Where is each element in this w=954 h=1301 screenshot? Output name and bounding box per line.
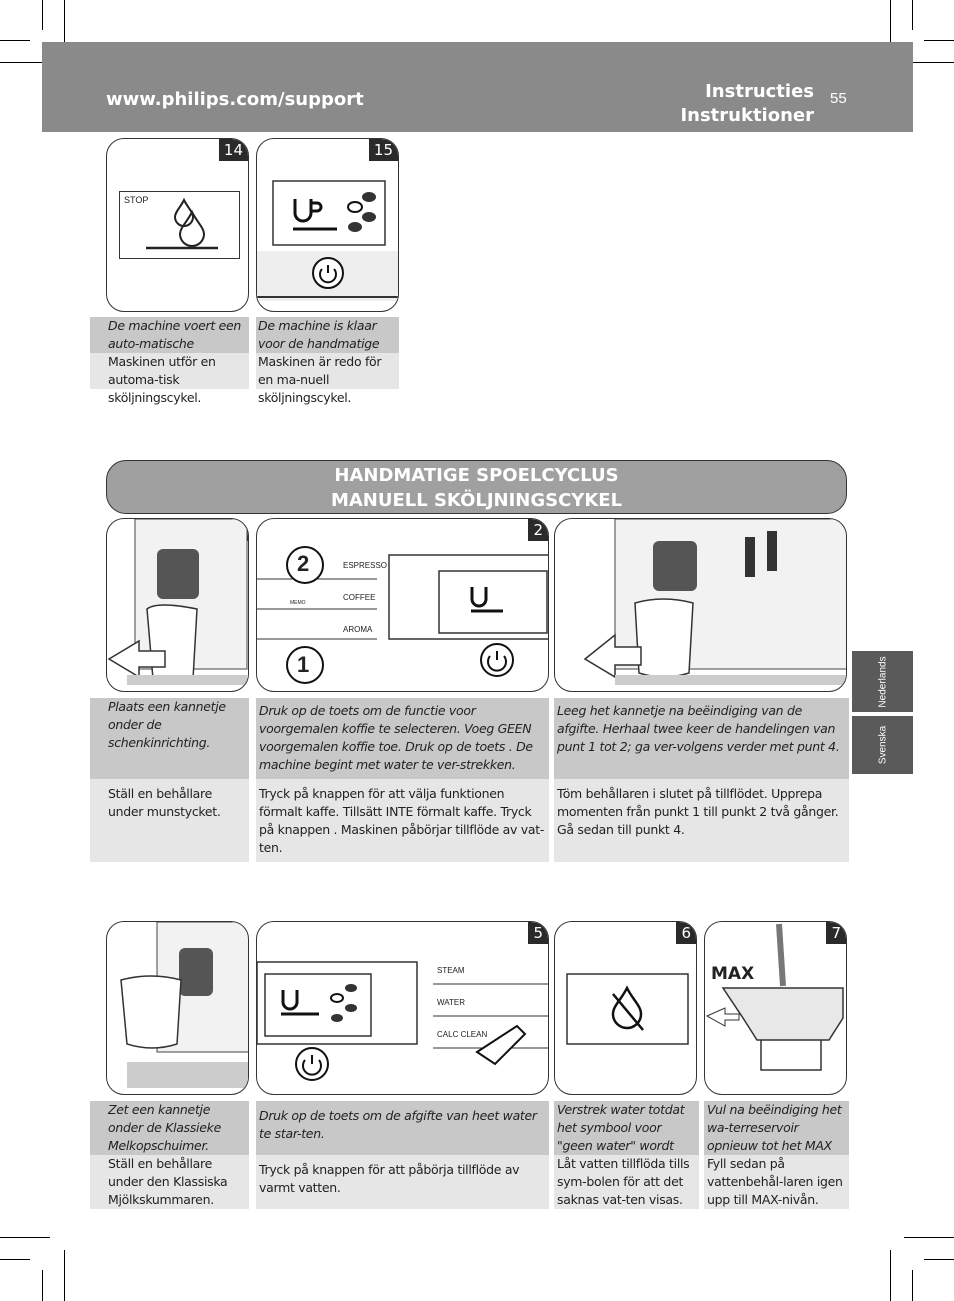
step-7-nl-text: Vul na beëindiging het wa-terreservoir o… <box>704 1101 849 1171</box>
crop-mark <box>0 1237 50 1238</box>
callout-1: 1 <box>297 652 310 677</box>
step-15-sv-text: Maskinen är redo för en ma-nuell sköljni… <box>256 353 399 405</box>
side-tab-nederlands[interactable]: Nederlands <box>852 651 913 712</box>
step-14-illustration: 14 STOP <box>106 138 249 312</box>
ready-display-icon <box>257 180 398 301</box>
side-tab-label: Nederlands <box>877 655 888 708</box>
max-label: MAX <box>711 964 755 984</box>
aroma-button-label: AROMA <box>343 625 373 634</box>
step-1-sv-text: Ställ en behållare under munstycket. <box>90 779 249 862</box>
crop-mark <box>0 40 30 41</box>
step-6-sv-text: Låt vatten tillflöda tills sym-bolen för… <box>554 1155 699 1209</box>
pitcher-under-frother-icon <box>120 922 248 1088</box>
control-panel-icon <box>257 546 548 684</box>
step-2-sv-text: Tryck på knappen för att välja funktione… <box>256 779 549 862</box>
step-4-sv-text: Ställ en behållare under den Klassiska M… <box>90 1155 249 1209</box>
banner-title-nl: HANDMATIGE SPOELCYCLUS <box>334 465 619 486</box>
step-14-sv-text: Maskinen utför en automa-tisk sköljnings… <box>90 353 249 405</box>
side-tab-label: Svenska <box>877 725 888 765</box>
display-screen: STOP <box>119 191 240 259</box>
step-7-sv-text: Fyll sedan på vattenbehål-laren igen upp… <box>704 1155 849 1209</box>
step-5-illustration: 5 STEAM WATER CALC CLEAN <box>256 921 549 1095</box>
crop-mark <box>924 1259 954 1260</box>
no-water-icon <box>566 973 689 1045</box>
step-1-nl-text: Plaats een kannetje onder de schenkinric… <box>90 698 249 779</box>
steam-button-label: STEAM <box>437 966 465 975</box>
page-number: 55 <box>830 90 847 107</box>
step-3-sv-text: Töm behållaren i slutet på tillflödet. U… <box>554 779 849 862</box>
crop-mark <box>904 1237 954 1238</box>
step-number: 15 <box>368 139 398 161</box>
calc-clean-button-label: CALC CLEAN <box>437 1030 488 1039</box>
water-drops-icon <box>146 197 218 250</box>
crop-mark <box>912 0 913 30</box>
step-15-illustration: 15 <box>256 138 399 312</box>
empty-pitcher-icon <box>583 519 846 685</box>
crop-mark <box>912 1270 913 1301</box>
water-button-label: WATER <box>437 998 465 1007</box>
support-url[interactable]: www.philips.com/support <box>106 89 364 110</box>
step-number: 5 <box>528 922 548 944</box>
step-number: 14 <box>218 139 248 161</box>
side-tab-svenska[interactable]: Svenska <box>852 716 913 774</box>
page-title: Instructies Instruktioner <box>680 80 814 128</box>
step-5-nl-text: Druk op de toets om de afgifte van heet … <box>256 1101 549 1155</box>
crop-mark <box>904 62 954 63</box>
water-tank-icon <box>705 923 844 1071</box>
crop-mark <box>42 0 43 30</box>
crop-mark <box>64 1250 65 1301</box>
step-3-illustration: 3 <box>554 518 847 692</box>
crop-mark <box>890 0 891 50</box>
step-4-illustration: 4 <box>106 921 249 1095</box>
step-14-nl-text: De machine voert een auto-matische spoel… <box>90 317 249 369</box>
step-number: 7 <box>826 922 846 944</box>
step-1-illustration: 1 <box>106 518 249 692</box>
page-header <box>42 42 913 132</box>
step-number: 6 <box>676 922 696 944</box>
stop-label: STOP <box>124 195 149 205</box>
crop-mark <box>64 0 65 50</box>
banner-title-sv: MANUELL SKÖLJNINGSCYKEL <box>330 490 623 511</box>
crop-mark <box>0 1259 30 1260</box>
section-banner: HANDMATIGE SPOELCYCLUS MANUELL SKÖLJNING… <box>106 460 847 514</box>
step-6-illustration: 6 <box>554 921 697 1095</box>
title-nl: Instructies <box>705 81 814 102</box>
step-2-illustration: 2 ESPRESSO COFFEE AROMA MEMO 2 1 <box>256 518 549 692</box>
memo-label: MEMO <box>290 600 306 606</box>
crop-mark <box>890 1250 891 1301</box>
step-2-nl-text: Druk op de toets om de functie voor voor… <box>256 698 549 779</box>
step-number: 2 <box>528 519 548 541</box>
callout-2: 2 <box>297 551 310 576</box>
crop-mark <box>42 1270 43 1301</box>
step-7-illustration: 7 MAX <box>704 921 847 1095</box>
step-5-sv-text: Tryck på knappen för att påbörja tillflö… <box>256 1155 549 1209</box>
crop-mark <box>924 40 954 41</box>
crop-mark <box>0 62 50 63</box>
hot-water-panel-icon <box>257 961 548 1081</box>
step-3-nl-text: Leeg het kannetje na beëindiging van de … <box>554 698 849 779</box>
step-6-nl-text: Verstrek water totdat het symbool voor "… <box>554 1101 699 1171</box>
step-4-nl-text: Zet een kannetje onder de Klassieke Melk… <box>90 1101 249 1155</box>
title-sv: Instruktioner <box>680 105 814 126</box>
step-15-nl-text: De machine is klaar voor de handmatige s… <box>256 317 399 369</box>
espresso-button-label: ESPRESSO <box>343 561 388 570</box>
pitcher-under-dispenser-icon <box>107 519 248 685</box>
coffee-button-label: COFFEE <box>343 593 376 602</box>
